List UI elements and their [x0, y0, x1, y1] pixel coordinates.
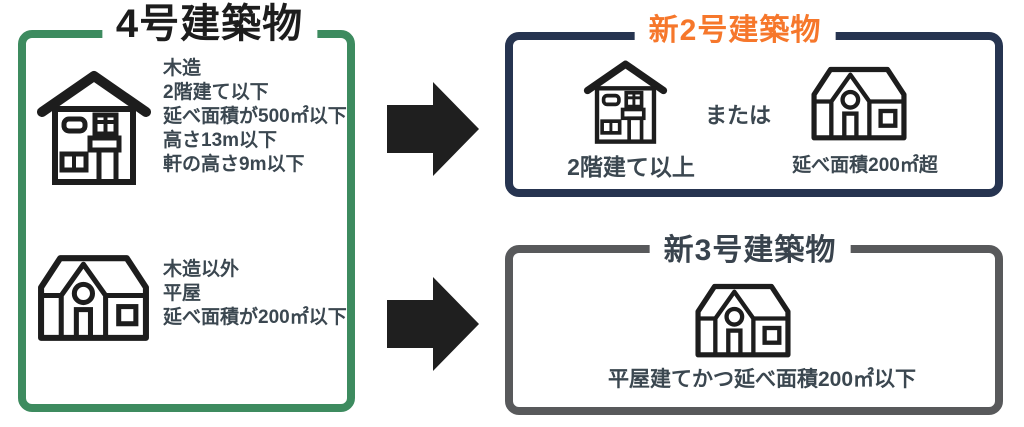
new-no3-label: 平屋建てかつ延べ面積200㎡以下 [607, 368, 917, 391]
new-no2-left-label: 2階建て以上 [567, 154, 695, 180]
condition-line: 高さ13m以下 [163, 130, 278, 151]
right-arrow-icon [387, 277, 479, 371]
condition-line: 軒の高さ9m以下 [163, 154, 305, 175]
condition-line: 延べ面積が500㎡以下 [163, 106, 347, 127]
old-no4-wooden-conditions: 木造 2階建て以下 延べ面積が500㎡以下 高さ13m以下 軒の高さ9m以下 [163, 57, 347, 177]
old-no4-nonwooden-conditions: 木造以外 平屋 延べ面積が200㎡以下 [163, 258, 347, 330]
condition-line: 2階建て以下 [163, 82, 269, 103]
condition-line: 木造以外 [163, 259, 240, 280]
new-no2-title: 新2号建築物 [634, 14, 836, 48]
condition-line: 木造 [163, 58, 202, 79]
new-no2-box: 新2号建築物 [505, 14, 1003, 197]
two-story-house-icon [583, 54, 668, 146]
two-story-house-icon [37, 62, 151, 188]
new-no3-title: 新3号建築物 [649, 234, 851, 268]
new-no2-right-label: 延べ面積200㎡超 [792, 155, 938, 176]
one-story-house-icon [808, 61, 910, 142]
condition-line: 延べ面積が200㎡以下 [163, 307, 347, 328]
old-no4-title: 4号建築物 [101, 2, 318, 46]
right-arrow-icon [387, 82, 479, 176]
or-connector: または [704, 103, 771, 128]
one-story-house-icon [692, 278, 794, 359]
condition-line: 平屋 [163, 283, 202, 304]
one-story-house-icon [34, 249, 153, 342]
